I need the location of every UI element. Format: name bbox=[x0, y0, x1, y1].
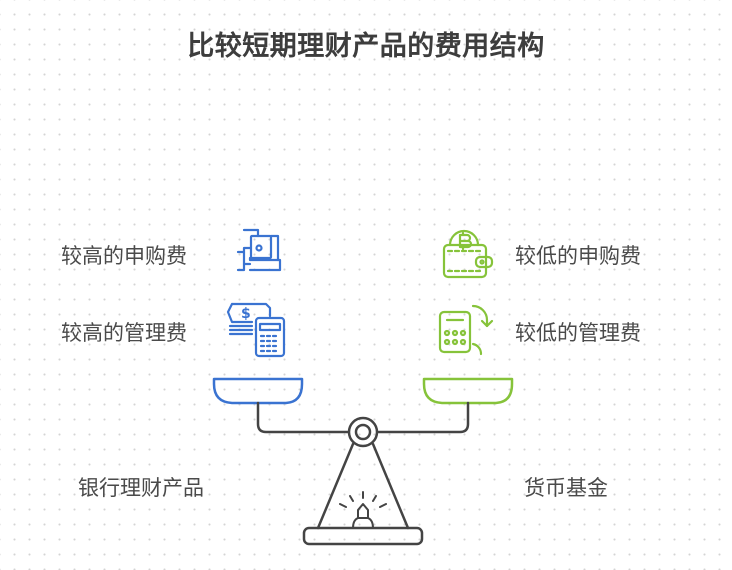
right-pan bbox=[422, 377, 514, 405]
left-category-label: 银行理财产品 bbox=[78, 476, 204, 500]
left-item-label: 较高的管理费 bbox=[61, 321, 187, 345]
svg-text:$: $ bbox=[241, 306, 251, 322]
bitcoin-wallet-icon bbox=[438, 225, 498, 285]
page-title: 比较短期理财产品的费用结构 bbox=[187, 31, 545, 62]
hand-holding-cash-icon bbox=[230, 226, 286, 282]
cash-calculator-icon: $ bbox=[226, 298, 290, 362]
left-item-label: 较高的申购费 bbox=[61, 244, 187, 268]
left-pan bbox=[212, 377, 304, 405]
right-item-label: 较低的申购费 bbox=[515, 244, 641, 268]
calculator-refresh-icon bbox=[437, 300, 497, 360]
balance-scale-diagram bbox=[200, 370, 530, 560]
right-item-label: 较低的管理费 bbox=[515, 321, 641, 345]
right-category-label: 货币基金 bbox=[524, 476, 608, 500]
